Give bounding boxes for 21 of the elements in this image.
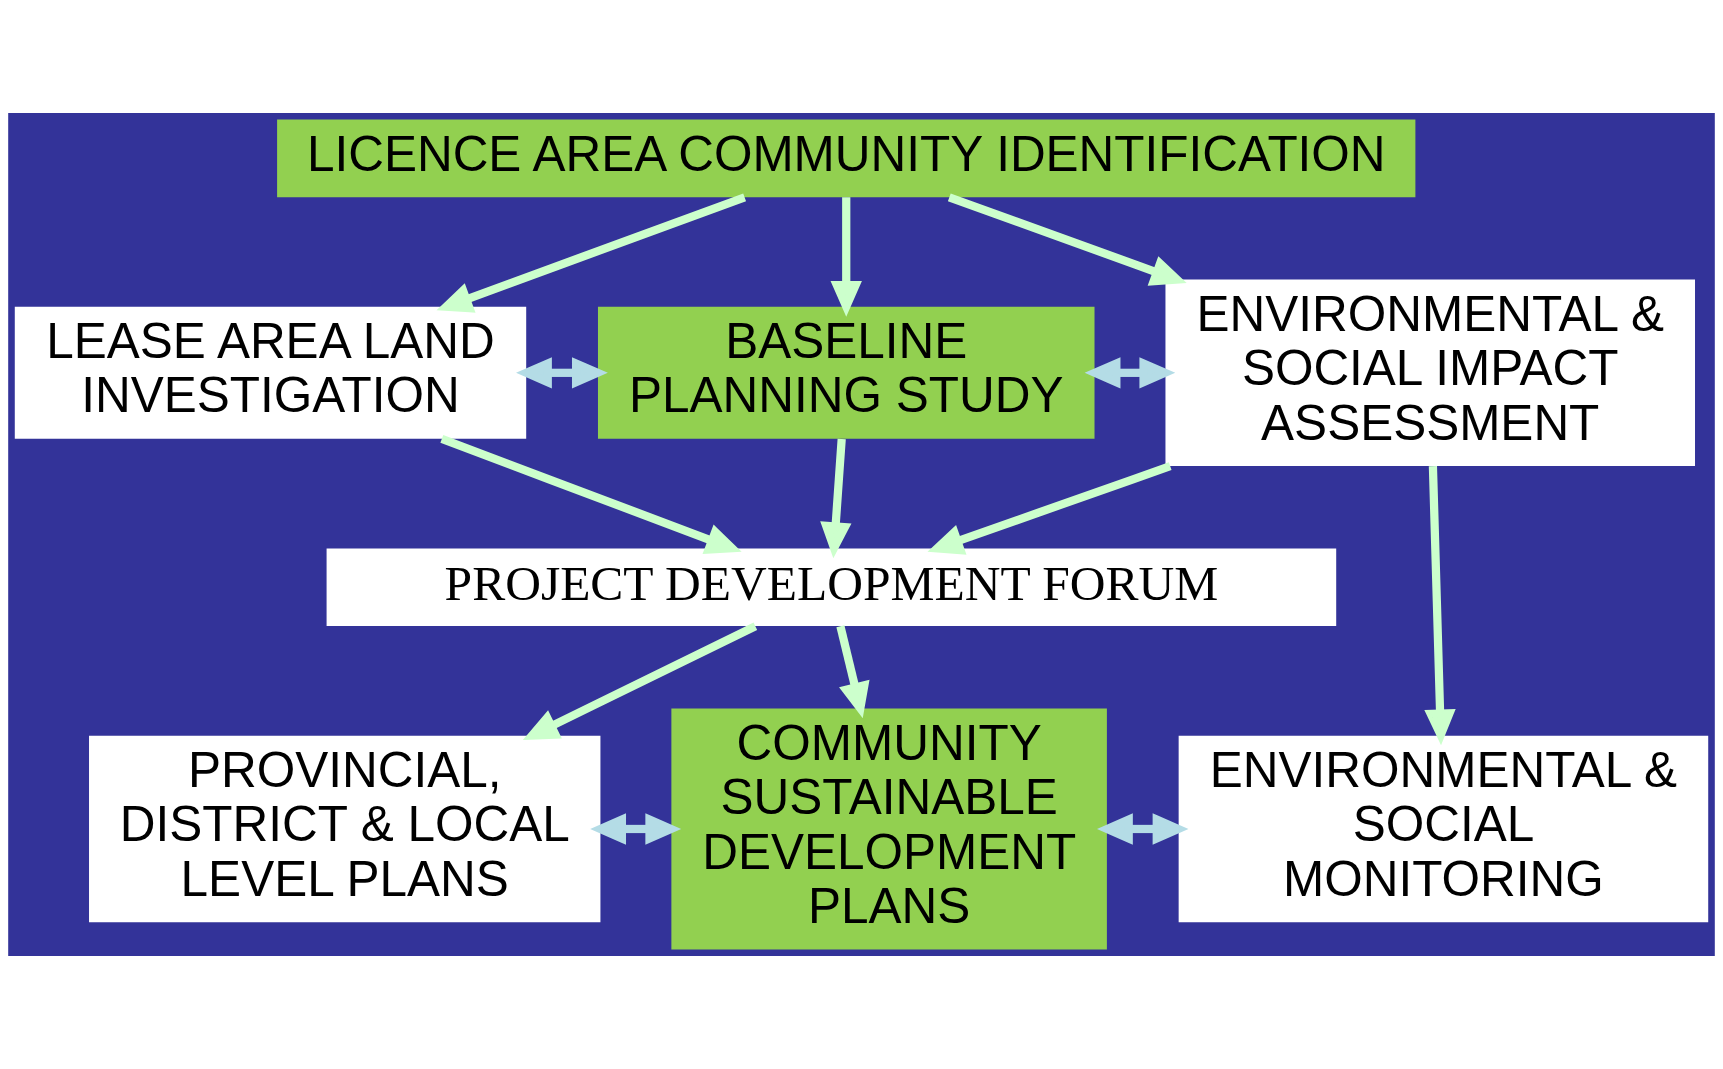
node-box: PROVINCIAL, DISTRICT & LOCAL LEVEL PLANS	[89, 735, 601, 923]
arrow	[947, 193, 1187, 286]
node-box: PROJECT DEVELOPMENT FORUM	[326, 548, 1337, 627]
arrow	[1084, 357, 1176, 389]
arrow	[590, 813, 682, 845]
node-box: LICENCE AREA COMMUNITY IDENTIFICATION	[277, 119, 1416, 198]
arrow	[1096, 813, 1189, 845]
node-box: ENVIRONMENTAL & SOCIAL IMPACT ASSESSMENT	[1165, 279, 1695, 467]
arrow	[836, 625, 870, 719]
arrow	[830, 197, 862, 317]
arrow	[927, 462, 1172, 555]
arrow	[820, 438, 852, 559]
node-box: COMMUNITY SUSTAINABLE DEVELOPMENT PLANS	[671, 708, 1107, 950]
node-box: LEASE AREA LAND INVESTIGATION	[14, 306, 527, 439]
arrow	[436, 193, 747, 313]
arrow	[522, 622, 758, 741]
node-box: ENVIRONMENTAL & SOCIAL MONITORING	[1178, 735, 1709, 923]
node-box: BASELINE PLANNING STUDY	[597, 306, 1095, 439]
arrow	[1424, 466, 1456, 746]
arrow	[440, 435, 742, 554]
arrow	[516, 357, 608, 389]
